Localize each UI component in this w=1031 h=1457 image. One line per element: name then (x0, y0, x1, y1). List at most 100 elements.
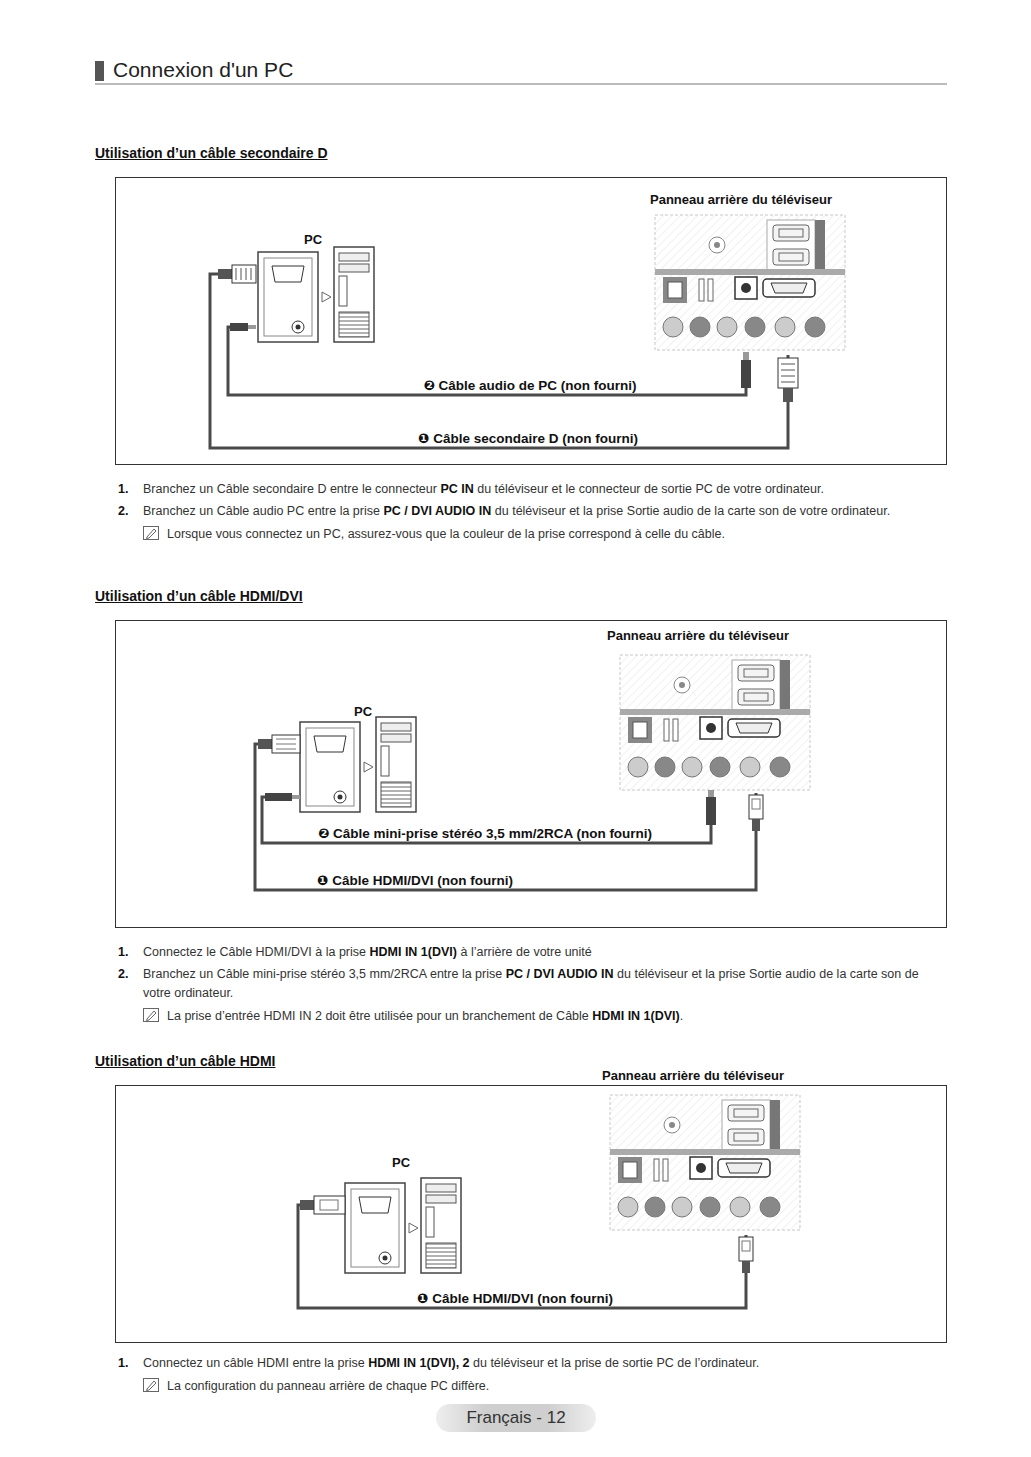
port-name: PC / DVI AUDIO IN (506, 967, 614, 981)
hdmi-plug (300, 1196, 345, 1214)
step-text: Connectez un câble HDMI entre la prise H… (143, 1354, 928, 1373)
port-name: PC IN (440, 482, 473, 496)
cable-label-box: ❶ Câble HDMI/DVI (non fourni) (412, 1290, 618, 1306)
section-heading: Utilisation d’un câble HDMI (95, 1053, 275, 1069)
instruction-step: 2. Branchez un Câble mini-prise stéréo 3,… (118, 965, 928, 1003)
instruction-list: 1. Branchez un Câble secondaire D entre l… (118, 480, 928, 547)
step-number-cell (118, 1376, 143, 1396)
instruction-step: 2. Branchez un Câble audio PC entre la pr… (118, 502, 928, 521)
pc-unit: PC (270, 704, 420, 816)
step-text: Lorsque vous connectez un PC, assurez-vo… (143, 524, 928, 544)
pc-drawing (300, 717, 416, 812)
instruction-step: 1. Branchez un Câble secondaire D entre l… (118, 480, 928, 499)
instruction-text: Branchez un Câble secondaire D entre le … (143, 482, 440, 496)
device-label: Panneau arrière du téléviseur (648, 192, 834, 207)
tv-panel-drawing (610, 1095, 800, 1230)
step-number-cell (118, 1006, 143, 1026)
cable-label: ❷ Câble mini-prise stéréo 3,5 mm/2RCA (n… (313, 825, 657, 841)
instruction-step: Lorsque vous connectez un PC, assurez-vo… (118, 524, 928, 544)
instruction-text: La prise d’entrée HDMI IN 2 doit être ut… (167, 1009, 592, 1023)
step-number: 1. (118, 945, 128, 959)
port-name: PC / DVI AUDIO IN (383, 504, 491, 518)
step-number-cell: 1. (118, 943, 143, 962)
cable-label-box: ❷ Câble mini-prise stéréo 3,5 mm/2RCA (n… (313, 825, 657, 841)
cable-label: ❶ Câble HDMI/DVI (non fourni) (312, 872, 518, 888)
tv-panel-drawing (620, 655, 810, 790)
page-number-pill: Français - 12 (436, 1404, 596, 1432)
note-icon (143, 1008, 159, 1022)
device-label: PC (302, 232, 324, 247)
cable-label-box: ❷ Câble audio de PC (non fourni) (418, 377, 641, 393)
device-label: Panneau arrière du téléviseur (600, 1068, 786, 1083)
instruction-text: . (680, 1009, 683, 1023)
step-number: 2. (118, 504, 128, 518)
vga-plug (778, 358, 798, 402)
section-heading: Utilisation d’un câble secondaire D (95, 145, 328, 161)
tv-back-panel: Panneau arrière du téléviseur (600, 1068, 805, 1235)
audio-plug (230, 323, 256, 331)
device-label: Panneau arrière du téléviseur (605, 628, 791, 643)
instruction-step: La prise d’entrée HDMI IN 2 doit être ut… (118, 1006, 928, 1026)
page-title: Connexion d'un PC (113, 58, 293, 82)
step-number-cell: 2. (118, 965, 143, 1003)
step-text: Branchez un Câble secondaire D entre le … (143, 480, 928, 499)
hdmi-plug (749, 795, 763, 831)
figure-frame: Utilisation d’un câble secondaire DPCPan… (115, 177, 947, 465)
title-rule (95, 84, 947, 85)
figure-frame: Utilisation d’un câble HDMI/DVIPCPanneau… (115, 620, 947, 928)
instruction-step: La configuration du panneau arrière de c… (118, 1376, 928, 1396)
step-number: 1. (118, 482, 128, 496)
title-marker (95, 61, 104, 81)
cable-label-box: ❶ Câble secondaire D (non fourni) (413, 430, 643, 446)
audio-plug (706, 790, 716, 825)
pc-drawing (258, 247, 374, 342)
instruction-text: Branchez un Câble audio PC entre la pris… (143, 504, 383, 518)
device-label: PC (390, 1155, 412, 1170)
step-number: 2. (118, 967, 128, 981)
pc-drawing (345, 1178, 461, 1273)
instruction-text: Connectez un câble HDMI entre la prise (143, 1356, 368, 1370)
step-text: La configuration du panneau arrière de c… (143, 1376, 928, 1396)
instruction-step: 1. Connectez un câble HDMI entre la prise… (118, 1354, 928, 1373)
port-name: HDMI IN 1(DVI) (592, 1009, 680, 1023)
step-number-cell: 1. (118, 1354, 143, 1373)
page-number: Français - 12 (466, 1408, 565, 1427)
title-box: Connexion d'un PC (113, 58, 293, 82)
dvi-plug (258, 735, 300, 753)
port-name: HDMI IN 1(DVI), 2 (368, 1356, 469, 1370)
instruction-text: du téléviseur et le connecteur de sortie… (474, 482, 824, 496)
note-icon (143, 1378, 159, 1392)
instruction-text: du téléviseur et la prise Sortie audio d… (491, 504, 890, 518)
cable-label: ❶ Câble HDMI/DVI (non fourni) (412, 1290, 618, 1306)
audio-plug (265, 793, 300, 801)
pc-unit: PC (240, 232, 415, 347)
instruction-text: du téléviseur et la prise de sortie PC d… (470, 1356, 760, 1370)
step-text: Branchez un Câble audio PC entre la pris… (143, 502, 928, 521)
port-name: HDMI IN 1(DVI) (369, 945, 457, 959)
instruction-list: 1. Connectez un câble HDMI entre la prise… (118, 1354, 928, 1399)
note-icon (143, 526, 159, 540)
step-number: 1. (118, 1356, 128, 1370)
step-number-cell: 1. (118, 480, 143, 499)
instruction-text: à l’arrière de votre unité (457, 945, 592, 959)
tv-back-panel: Panneau arrière du téléviseur (645, 192, 850, 355)
device-label: PC (352, 704, 374, 719)
cable-label: ❷ Câble audio de PC (non fourni) (418, 377, 641, 393)
step-text: Connectez le Câble HDMI/DVI à la prise H… (143, 943, 928, 962)
instruction-text: La configuration du panneau arrière de c… (167, 1379, 489, 1393)
hdmi-plug (739, 1237, 753, 1273)
instruction-text: Branchez un Câble mini-prise stéréo 3,5 … (143, 967, 506, 981)
step-number-cell: 2. (118, 502, 143, 521)
step-number-cell (118, 524, 143, 544)
instruction-text: Lorsque vous connectez un PC, assurez-vo… (167, 527, 725, 541)
tv-back-panel: Panneau arrière du téléviseur (600, 628, 825, 793)
cable-label-box: ❶ Câble HDMI/DVI (non fourni) (312, 872, 518, 888)
step-text: Branchez un Câble mini-prise stéréo 3,5 … (143, 965, 928, 1003)
cable-label: ❶ Câble secondaire D (non fourni) (413, 430, 643, 446)
section-heading: Utilisation d’un câble HDMI/DVI (95, 588, 303, 604)
tv-panel-drawing (655, 215, 845, 350)
instruction-step: 1. Connectez le Câble HDMI/DVI à la prise… (118, 943, 928, 962)
audio-plug (741, 352, 751, 388)
